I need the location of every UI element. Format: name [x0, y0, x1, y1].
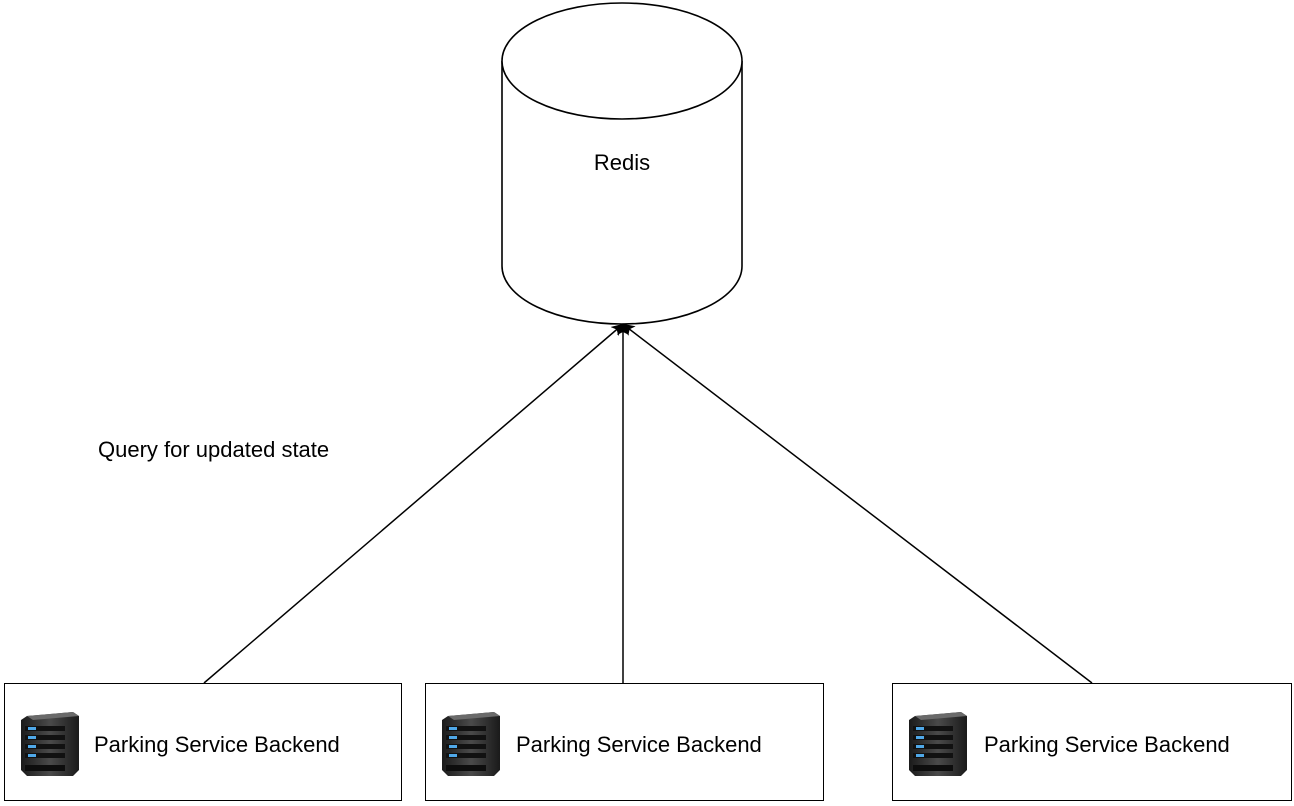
parking-service-node[interactable]: Parking Service Backend [4, 683, 402, 801]
parking-service-label: Parking Service Backend [516, 732, 762, 757]
parking-service-node[interactable]: Parking Service Backend [892, 683, 1292, 801]
parking-service-node[interactable]: Parking Service Backend [425, 683, 824, 801]
server-icon [909, 712, 967, 776]
redis-database-cylinder [501, 2, 743, 325]
connector-left [203, 323, 624, 684]
server-icon [21, 712, 79, 776]
parking-service-label: Parking Service Backend [94, 732, 340, 757]
redis-label: Redis [593, 150, 651, 175]
query-edge-label: Query for updated state [98, 437, 330, 462]
server-icon [442, 712, 500, 776]
connector-right [622, 323, 1093, 684]
parking-service-label: Parking Service Backend [984, 732, 1230, 757]
